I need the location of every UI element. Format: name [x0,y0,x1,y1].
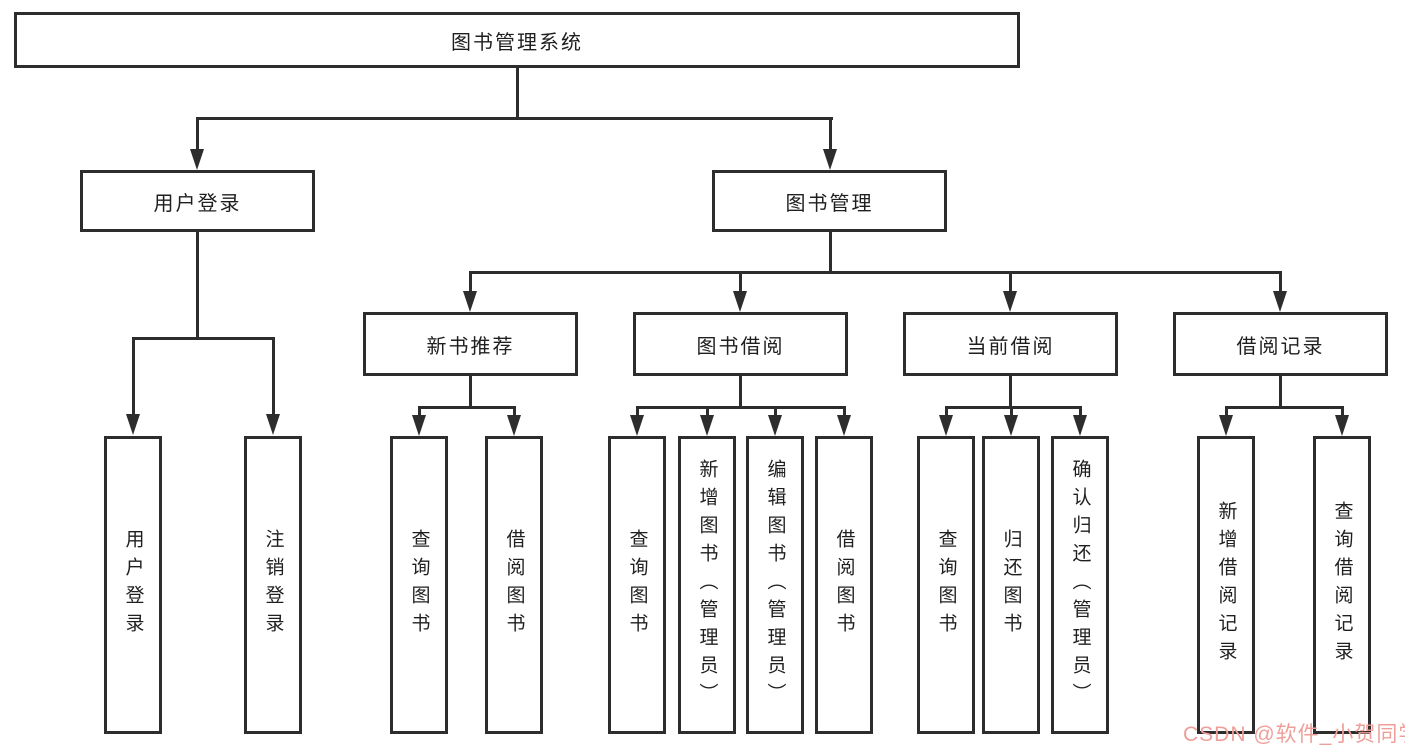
arrow-down-icon [939,415,953,436]
node-label: 查询图书 [408,529,430,641]
connector-line [1341,406,1344,418]
connector-line [1079,406,1082,418]
connector-line [1010,406,1013,418]
arrow-down-icon [1003,291,1017,312]
arrow-down-icon [126,414,140,435]
connector-line [513,406,516,418]
node-label: 确认归还（管理员） [1069,459,1091,711]
node-leaf-query-book-1: 查询图书 [390,436,448,734]
connector-line [706,406,709,418]
node-leaf-edit-book-admin: 编辑图书（管理员） [746,436,804,734]
node-leaf-borrow-book-2: 借阅图书 [815,436,873,734]
node-book-borrow: 图书借阅 [633,312,848,376]
node-label: 借阅记录 [1236,335,1325,358]
connector-line [829,232,832,274]
node-label: 图书管理 [785,192,874,215]
node-label: 用户登录 [122,529,144,641]
connector-line [132,337,275,340]
connector-line [1009,271,1012,294]
node-label: 图书管理系统 [451,31,583,54]
node-label: 归还图书 [1000,529,1022,641]
connector-line [945,406,1082,409]
node-leaf-add-book-admin: 新增图书（管理员） [678,436,736,734]
connector-line [774,406,777,418]
connector-line [418,406,421,418]
arrow-down-icon [700,415,714,436]
node-new-book-recommend: 新书推荐 [363,312,578,376]
connector-line [196,117,199,152]
connector-line [196,232,199,340]
connector-line [843,406,846,418]
arrow-down-icon [1004,415,1018,436]
node-label: 借阅图书 [503,529,525,641]
arrow-down-icon [507,415,521,436]
connector-line [636,406,639,418]
arrow-down-icon [190,149,204,170]
node-leaf-query-book-3: 查询图书 [917,436,975,734]
arrow-down-icon [412,415,426,436]
node-label: 注销登录 [262,529,284,641]
node-label: 当前借阅 [966,335,1055,358]
node-root-library-system: 图书管理系统 [14,12,1020,68]
connector-line [739,271,742,294]
arrow-down-icon [837,415,851,436]
csdn-watermark: CSDN @软件_小贺同学 [1183,723,1405,746]
connector-line [829,117,832,152]
arrow-down-icon [1335,415,1349,436]
arrow-down-icon [823,149,837,170]
connector-line [196,117,833,120]
arrow-down-icon [1273,291,1287,312]
node-leaf-logout: 注销登录 [244,436,302,734]
arrow-down-icon [733,291,747,312]
arrow-down-icon [463,291,477,312]
connector-line [469,271,472,294]
node-label: 查询借阅记录 [1331,501,1353,669]
node-label: 查询图书 [935,529,957,641]
node-label: 图书借阅 [696,335,785,358]
node-leaf-add-borrow-record: 新增借阅记录 [1197,436,1255,734]
node-current-borrow: 当前借阅 [903,312,1118,376]
connector-line [1279,376,1282,409]
node-user-login: 用户登录 [80,170,315,232]
connector-line [469,376,472,409]
connector-line [1009,376,1012,409]
node-leaf-confirm-return-admin: 确认归还（管理员） [1051,436,1109,734]
connector-line [132,337,135,417]
connector-line [636,406,846,409]
node-leaf-query-book-2: 查询图书 [608,436,666,734]
node-label: 编辑图书（管理员） [764,459,786,711]
node-label: 查询图书 [626,529,648,641]
node-label: 用户登录 [153,192,242,215]
node-leaf-return-book: 归还图书 [982,436,1040,734]
connector-line [469,271,1282,274]
node-label: 新增图书（管理员） [696,459,718,711]
connector-line [1225,406,1228,418]
connector-line [272,337,275,417]
node-book-management: 图书管理 [712,170,947,232]
arrow-down-icon [266,414,280,435]
arrow-down-icon [1219,415,1233,436]
connector-line [1225,406,1344,409]
connector-line [945,406,948,418]
connector-line [418,406,516,409]
connector-line [516,66,519,118]
node-label: 新书推荐 [426,335,515,358]
node-leaf-query-borrow-record: 查询借阅记录 [1313,436,1371,734]
connector-line [1279,271,1282,294]
node-borrow-record: 借阅记录 [1173,312,1388,376]
arrow-down-icon [768,415,782,436]
connector-line [739,376,742,409]
arrow-down-icon [630,415,644,436]
node-label: 新增借阅记录 [1215,501,1237,669]
node-leaf-borrow-book-1: 借阅图书 [485,436,543,734]
node-label: 借阅图书 [833,529,855,641]
node-leaf-user-login: 用户登录 [104,436,162,734]
arrow-down-icon [1073,415,1087,436]
